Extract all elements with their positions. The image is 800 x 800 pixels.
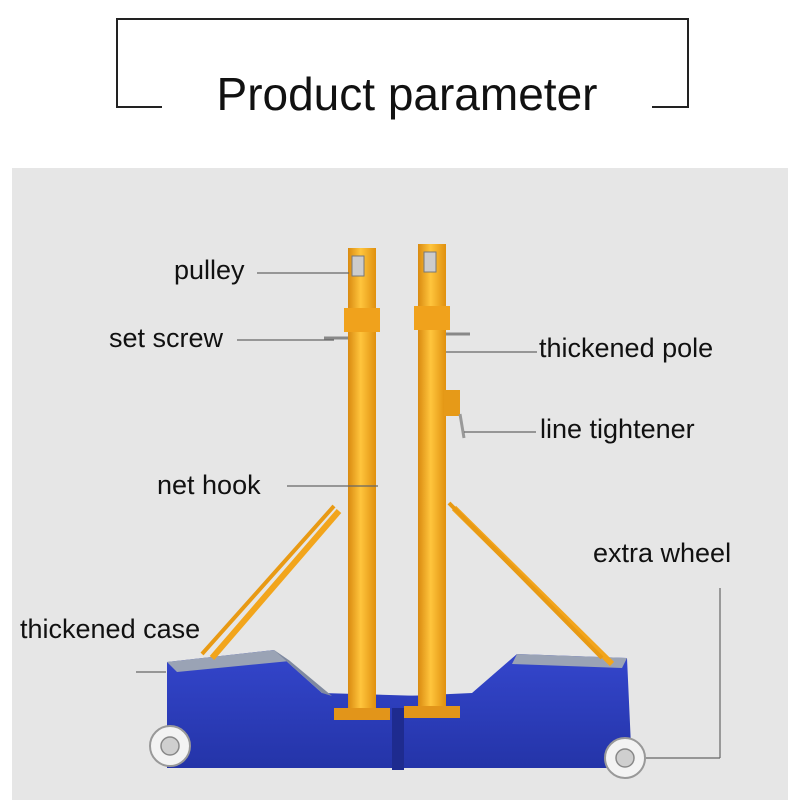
product-photo: pulley set screw net hook thickened case… bbox=[12, 168, 788, 800]
left-base-case bbox=[167, 650, 422, 770]
net-post-illustration bbox=[136, 244, 721, 779]
label-extra-wheel: extra wheel bbox=[593, 538, 732, 568]
label-line-tightener: line tightener bbox=[540, 414, 695, 444]
title-frame-left bbox=[116, 18, 118, 107]
right-wheel bbox=[604, 737, 646, 779]
right-braces bbox=[447, 501, 615, 667]
page-title: Product parameter bbox=[216, 68, 598, 120]
title-frame-right bbox=[687, 18, 689, 107]
label-thickened-case: thickened case bbox=[20, 614, 201, 644]
right-pole bbox=[404, 244, 470, 718]
left-wheel bbox=[149, 725, 191, 767]
label-thickened-pole: thickened pole bbox=[539, 333, 714, 363]
label-pulley: pulley bbox=[174, 255, 245, 285]
label-set-screw: set screw bbox=[109, 323, 224, 353]
title-frame-top bbox=[116, 18, 689, 20]
left-pole bbox=[324, 248, 390, 720]
label-net-hook: net hook bbox=[157, 470, 261, 500]
right-base-case bbox=[407, 654, 632, 768]
left-braces bbox=[200, 504, 342, 660]
title-frame-bottom-left bbox=[116, 106, 162, 108]
title-frame-bottom-right bbox=[652, 106, 689, 108]
header-section: Product parameter bbox=[0, 0, 800, 168]
leader-lines bbox=[136, 272, 721, 759]
